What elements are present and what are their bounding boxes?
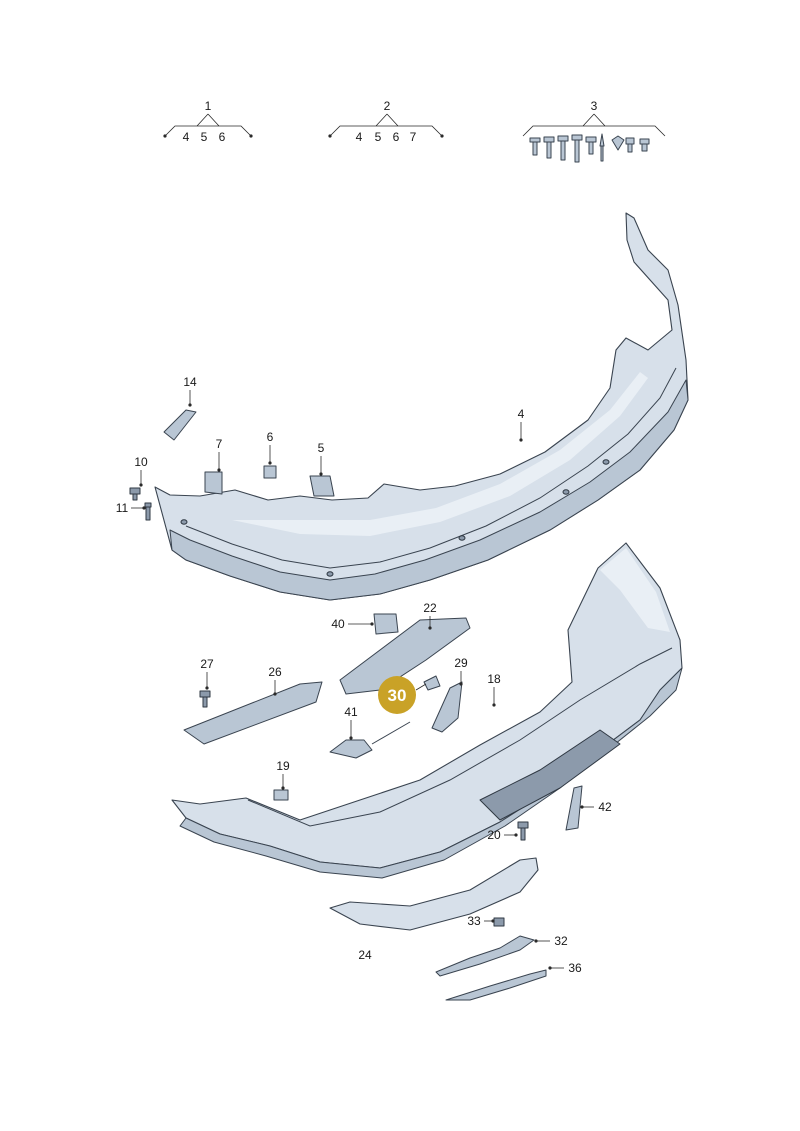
part-6-clip <box>263 465 277 479</box>
callout-42: 42 <box>580 800 612 814</box>
sensor-hole <box>458 535 466 541</box>
group-2-item-4: 4 <box>356 130 363 144</box>
part-41-harness <box>329 721 411 759</box>
sensor-hole <box>602 459 610 465</box>
label-5: 5 <box>318 441 325 455</box>
group-1-item-6: 6 <box>219 130 226 144</box>
callout-19: 19 <box>276 759 290 790</box>
label-7: 7 <box>216 437 223 451</box>
label-29: 29 <box>454 656 468 670</box>
part-42-reflector <box>565 785 583 831</box>
group-2-item-7: 7 <box>410 130 417 144</box>
part-29-trim <box>431 681 463 733</box>
label-4: 4 <box>518 407 525 421</box>
bracket-dot <box>328 134 332 138</box>
callout-29: 29 <box>454 656 468 686</box>
sensor-hole <box>562 489 570 495</box>
part-5-bracket <box>309 475 335 497</box>
callout-27: 27 <box>200 657 214 690</box>
label-18: 18 <box>487 672 501 686</box>
bumper-carrier <box>171 542 683 879</box>
group-3-bracket <box>522 113 666 137</box>
carrier-grille <box>479 729 621 821</box>
label-20: 20 <box>487 828 501 842</box>
callout-6: 6 <box>267 430 274 465</box>
part-14-bracket <box>163 409 197 441</box>
sensor-hole <box>326 571 334 577</box>
part-11-clip <box>144 502 152 521</box>
part-7-bracket <box>204 471 223 495</box>
callout-4: 4 <box>518 407 525 442</box>
label-6: 6 <box>267 430 274 444</box>
sensor-hole <box>180 519 188 525</box>
label-33: 33 <box>467 914 481 928</box>
part-19-clip <box>273 789 289 801</box>
part-30-clip <box>423 675 441 691</box>
label-27: 27 <box>200 657 214 671</box>
label-22: 22 <box>423 601 437 615</box>
bumper-cover <box>154 212 689 601</box>
callout-11: 11 <box>116 501 146 515</box>
label-26: 26 <box>268 665 282 679</box>
part-36-strip <box>445 969 547 1001</box>
label-42: 42 <box>598 800 612 814</box>
label-32: 32 <box>554 934 568 948</box>
group-2-item-5: 5 <box>375 130 382 144</box>
callout-33: 33 <box>467 914 495 928</box>
part-32-strip <box>435 935 535 977</box>
callout-41: 41 <box>344 705 358 740</box>
callout-7: 7 <box>216 437 223 472</box>
part-27-screw <box>199 690 211 708</box>
part-40-module <box>373 613 399 635</box>
label-10: 10 <box>134 455 148 469</box>
label-19: 19 <box>276 759 290 773</box>
group-2-header: 2 4 5 6 7 <box>328 99 444 144</box>
label-41: 41 <box>344 705 358 719</box>
callout-10: 10 <box>134 455 148 487</box>
label-11: 11 <box>116 501 129 515</box>
highlight-label-30: 30 <box>388 686 407 705</box>
group-3-number: 3 <box>591 99 598 113</box>
callout-14: 14 <box>183 375 197 407</box>
group-3-header: 3 <box>522 99 666 163</box>
fastener-set-icon <box>529 133 650 163</box>
callout-40: 40 <box>331 617 374 631</box>
callout-36: 36 <box>548 961 582 975</box>
label-14: 14 <box>183 375 197 389</box>
callout-24: 24 <box>358 948 372 962</box>
callout-18: 18 <box>487 672 501 707</box>
group-1-bracket <box>164 113 252 137</box>
callout-26: 26 <box>268 665 282 696</box>
group-1-number: 1 <box>205 99 212 113</box>
group-2-number: 2 <box>384 99 391 113</box>
group-2-bracket <box>329 113 443 137</box>
group-1-item-5: 5 <box>201 130 208 144</box>
bracket-dot <box>163 134 167 138</box>
part-20-screw <box>517 821 529 841</box>
group-1-header: 1 4 5 6 <box>163 99 253 144</box>
part-10-screw <box>129 487 141 501</box>
group-1-item-4: 4 <box>183 130 190 144</box>
callout-20: 20 <box>487 828 518 842</box>
callout-32: 32 <box>534 934 568 948</box>
bracket-dot <box>440 134 444 138</box>
part-24-diffuser-trim <box>329 857 539 931</box>
highlight-badge[interactable] <box>378 676 416 714</box>
callout-22: 22 <box>423 601 437 630</box>
group-2-item-6: 6 <box>393 130 400 144</box>
label-24: 24 <box>358 948 372 962</box>
bracket-dot <box>249 134 253 138</box>
part-26-spoiler <box>183 681 323 745</box>
label-40: 40 <box>331 617 345 631</box>
label-36: 36 <box>568 961 582 975</box>
part-33-nut <box>493 917 505 927</box>
callout-5: 5 <box>318 441 325 476</box>
highlight-callout-30[interactable]: 30 <box>378 676 427 714</box>
part-22-guide <box>339 617 471 695</box>
